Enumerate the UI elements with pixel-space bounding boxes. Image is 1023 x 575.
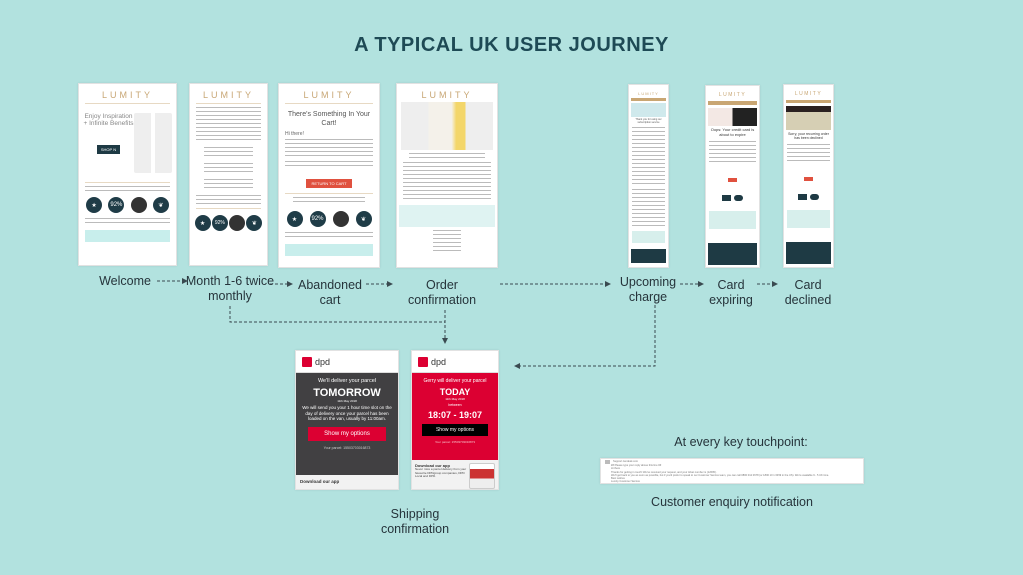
phone-image [469, 463, 495, 489]
declined-headline: Sorry, your recurring order has been dec… [788, 132, 829, 140]
dpd-tomorrow-email: dpd We'll deliver your parcel TOMORROW 1… [295, 350, 399, 490]
order-confirmation-email-thumbnail: LUMITY [396, 83, 498, 268]
arrow-upcoming-to-shipping [514, 300, 656, 369]
abandoned-cart-email-thumbnail: LUMITY There's Something In Your Cart! H… [278, 83, 380, 268]
today-between: between [448, 403, 462, 407]
star-icon: ★ [86, 197, 103, 213]
tomorrow-date: 11th May 2018 [337, 399, 357, 403]
lumity-logo: LUMITY [421, 90, 473, 100]
dpd-cube-icon [302, 356, 312, 367]
star-icon: ★ [194, 215, 211, 231]
connector-month-to-shipping [229, 306, 445, 323]
star-icon: ★ [286, 211, 303, 227]
enquiry-line2: We'll get back to you as soon as possibl… [611, 473, 830, 477]
enquiry-line1: Thanks for getting in touch! We've recei… [611, 470, 717, 474]
dpd-logo: dpd [431, 356, 447, 367]
welcome-email-thumbnail: LUMITY Enjoy Inspiration + Infinite Bene… [78, 83, 177, 266]
lumity-logo: LUMITY [794, 91, 823, 97]
leaf-icon: ❦ [152, 197, 169, 213]
leaf-icon: ❦ [246, 215, 263, 231]
today-time: 18:07 - 19:07 [427, 410, 483, 420]
stage-label-welcome: Welcome [99, 274, 151, 288]
lumity-logo: LUMITY [202, 90, 254, 100]
return-to-cart-button[interactable]: RETURN TO CART [306, 179, 352, 188]
download-app-heading: Download our app [300, 479, 340, 484]
parcel-number: Your parcel: 15503703016873 [434, 440, 476, 444]
download-app-heading: Download our app [415, 463, 450, 468]
page-title: A TYPICAL UK USER JOURNEY [354, 34, 669, 56]
stage-label-order-confirmation: Order confirmation [407, 278, 477, 307]
show-options-button[interactable]: Show my options [308, 426, 386, 441]
stage-label-card-expiring: Card expiring [709, 278, 753, 307]
today-day: TODAY [439, 387, 471, 397]
avatar [605, 460, 610, 464]
month-email-thumbnail: LUMITY ★92% ❦ [189, 83, 268, 266]
badge-92: 92% [108, 197, 125, 213]
award-icon [130, 197, 147, 213]
customer-enquiry-label: Customer enquiry notification [651, 495, 813, 509]
stage-label-month: Month 1-6 twice monthly [185, 274, 275, 303]
tomorrow-day: TOMORROW [313, 387, 381, 399]
shop-button[interactable]: SHOP N [96, 145, 121, 154]
enquiry-quote: ## Please type your reply above this lin… [611, 464, 662, 467]
badge-92: 92% [211, 215, 228, 231]
welcome-headline: Enjoy Inspiration + Infinite Benefits [83, 113, 134, 127]
dpd-logo: dpd [315, 356, 331, 367]
enquiry-greeting: Hi there [611, 467, 621, 471]
upcoming-headline: Thank you for using our subscription ser… [635, 118, 662, 124]
stage-label-card-declined: Card declined [784, 278, 832, 307]
stage-label-upcoming-charge: Upcoming charge [619, 275, 677, 304]
lumity-logo: LUMITY [303, 90, 355, 100]
lumity-logo: LUMITY [718, 92, 747, 98]
stage-label-abandoned-cart: Abandoned cart [298, 278, 362, 307]
award-icon [332, 211, 349, 227]
product-image [134, 113, 172, 173]
lumity-logo: LUMITY [638, 91, 659, 96]
show-options-button[interactable]: Show my options [422, 424, 488, 436]
badge-92: 92% [309, 211, 326, 227]
touchpoint-heading: At every key touchpoint: [674, 435, 808, 449]
enquiry-sender: Support.zendesk.com [613, 460, 639, 463]
tomorrow-intro: We'll deliver your parcel [317, 378, 377, 384]
card-declined-email-thumbnail: LUMITY Sorry, your recurring order has b… [783, 84, 834, 268]
leaf-icon: ❦ [355, 211, 372, 227]
dpd-today-email: dpd Gerry will deliver your parcel TODAY… [411, 350, 499, 490]
expiring-headline: Oops: Your credit card is about to expir… [710, 127, 755, 137]
cart-headline: There's Something In Your Cart! [287, 111, 371, 127]
customer-enquiry-email: Support.zendesk.com ## Please type your … [600, 458, 864, 484]
enquiry-signoff: Best wishes [611, 477, 625, 481]
award-icon [229, 215, 246, 231]
product-image [401, 102, 493, 150]
tomorrow-body: We will send you your 1 hour time slot o… [302, 405, 392, 421]
dpd-cube-icon [418, 356, 428, 367]
card-expiring-email-thumbnail: LUMITY Oops: Your credit card is about t… [705, 85, 760, 268]
download-app-body: Never miss a parcel delivery from your f… [415, 467, 467, 479]
upcoming-charge-email-thumbnail: LUMITY Thank you for using our subscript… [628, 84, 669, 268]
parcel-number: Your parcel: 15503703016873 [323, 445, 371, 450]
today-intro: Gerry will deliver your parcel [423, 378, 487, 384]
cart-greeting: Hi there! [285, 131, 304, 137]
enquiry-team: Lumity Customer Service [611, 480, 640, 484]
lumity-logo: LUMITY [101, 90, 153, 100]
shipping-confirmation-label: Shipping confirmation [380, 507, 450, 536]
today-date: 11th May 2018 [445, 397, 465, 401]
